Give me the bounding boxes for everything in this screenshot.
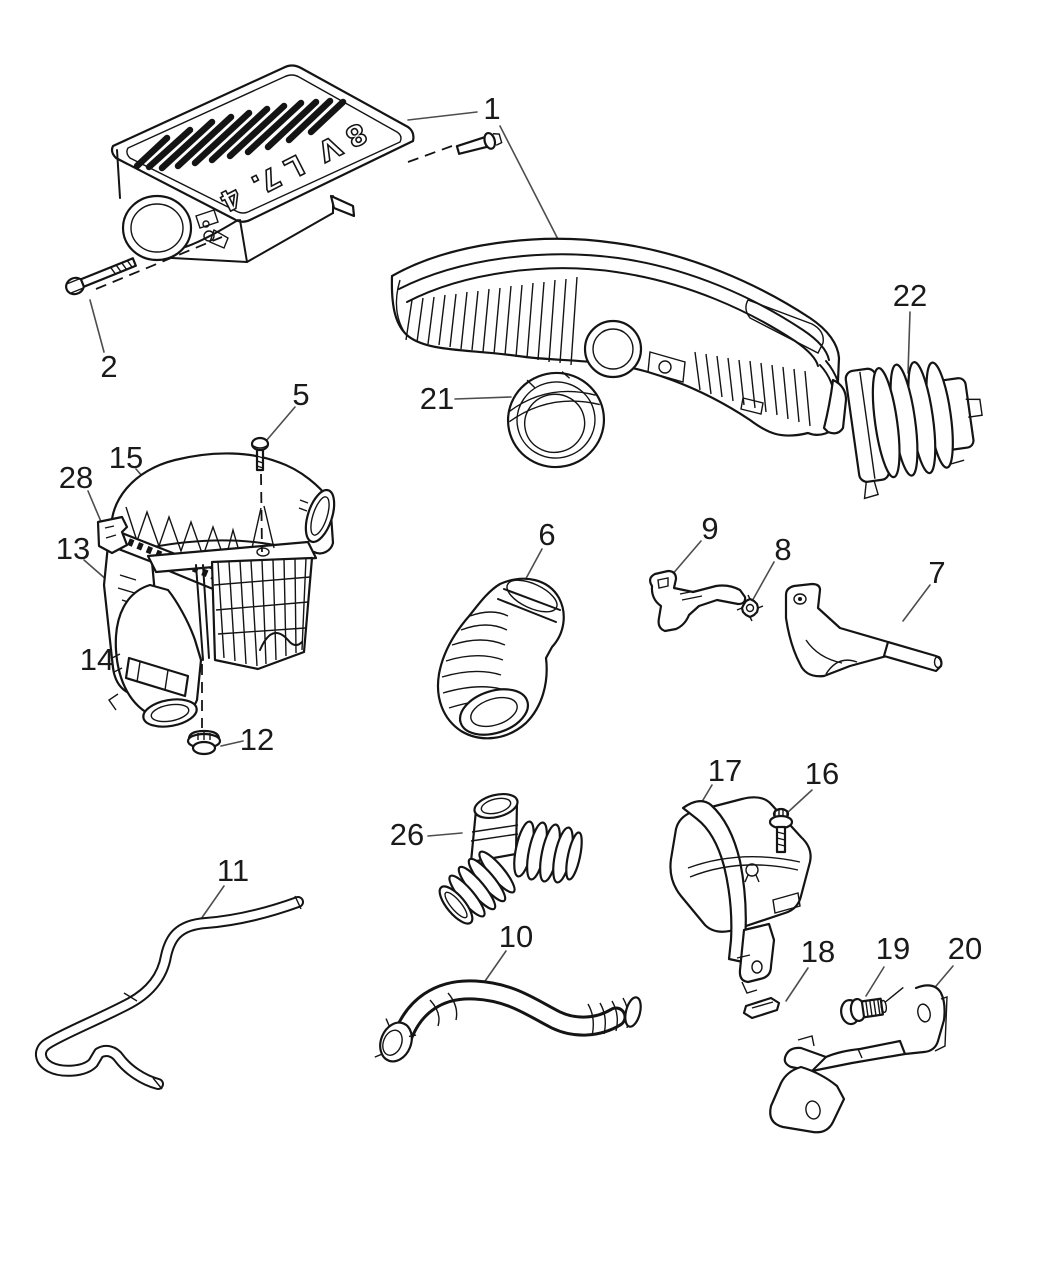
air-intake-tube [114,583,203,721]
callout-label-9: 9 [701,511,718,546]
elbow-hose [436,577,565,740]
callout-label-28: 28 [59,460,93,495]
bracket-20 [769,984,948,1134]
callout-label-8: 8 [774,532,791,567]
hose-10-cuff [587,996,642,1037]
callout-label-20: 20 [948,931,982,966]
callout-labels: 1 2 5 6 7 8 9 10 11 12 13 14 15 16 17 18… [56,91,982,969]
air-hose-10 [374,979,642,1063]
grommet-12 [186,729,222,756]
resonator-strap [681,800,747,964]
t-connector [438,792,583,925]
t-connector-right-branch [513,820,583,884]
screw-5 [250,436,270,472]
air-inlet-duct [390,237,848,437]
callout-label-16: 16 [805,756,839,791]
callout-label-7: 7 [928,555,945,590]
elbow-opening [458,688,530,736]
bracket-28 [96,515,129,555]
callout-label-19: 19 [876,931,910,966]
cover-intake-collar [121,194,193,262]
air-cleaner-box [96,436,336,756]
duct-top-panel [745,299,824,354]
callout-label-10: 10 [499,919,533,954]
callout-label-11: 11 [217,853,249,888]
callout-label-17: 17 [708,753,742,788]
resonator-foot [738,922,776,984]
filter-grid [213,557,311,667]
bracket-7 [784,582,943,678]
cover-vent-slots [133,97,347,172]
vent-hose-11 [35,895,304,1090]
resonator [669,796,812,994]
hose-10-clamp [374,1018,417,1063]
screw-16 [768,807,794,854]
callout-label-18: 18 [801,934,835,969]
callout-label-26: 26 [390,817,424,852]
bracket-9 [648,569,747,633]
duct-ribs-left [405,276,578,366]
bracket-7-rod [882,640,943,673]
filter-grid-panel [210,556,314,671]
callout-label-14: 14 [80,642,114,677]
omega-mark [744,863,760,883]
bolt-1 [455,131,503,155]
duct-ribs-right [694,351,811,427]
callout-label-15: 15 [109,440,143,475]
callout-label-22: 22 [893,278,927,313]
sensor-bolt-19 [840,986,904,1026]
cover-clamp-detail [195,209,229,249]
callout-label-12: 12 [240,722,274,757]
spacer-18 [742,996,781,1020]
callout-label-1: 1 [483,91,500,126]
callout-label-5: 5 [292,377,309,412]
push-nut-8 [736,594,764,622]
coupling-sleeve [506,371,606,469]
callout-label-2: 2 [100,349,117,384]
t-connector-left-branch [438,850,516,925]
bolt-2 [65,257,137,296]
duct-outlet-cuff [822,378,848,435]
callout-label-13: 13 [56,531,90,566]
callout-label-21: 21 [420,381,454,416]
cover-mount-tab [329,194,356,218]
callout-label-6: 6 [538,517,555,552]
bellows-duct [844,361,983,500]
